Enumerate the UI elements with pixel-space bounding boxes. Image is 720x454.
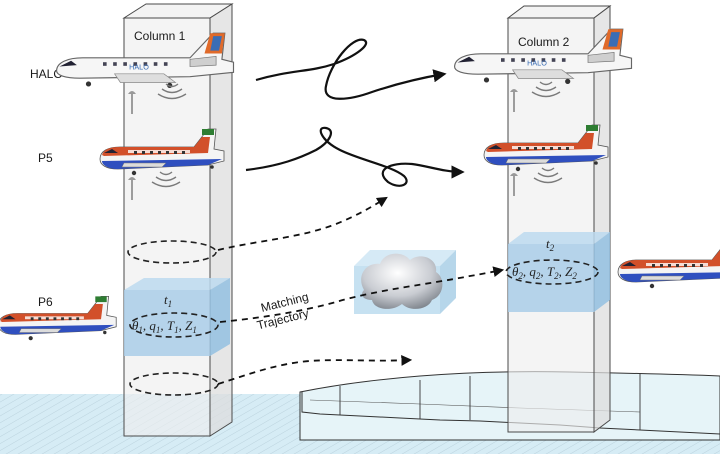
sample-volume-2	[508, 232, 610, 312]
p6-aircraft-icon	[0, 295, 117, 341]
halo-flight-track	[255, 38, 447, 100]
column-1-upper-ring	[127, 240, 217, 264]
p5-flight-track	[245, 126, 465, 187]
matching-trajectory-label: Matching Trajectory	[252, 289, 318, 333]
upper-trajectory	[217, 196, 388, 251]
column-2-label: Column 2	[518, 35, 570, 49]
aircraft-label-p5: P5	[38, 151, 53, 165]
cloud-icon	[354, 250, 456, 314]
column-1-state-ring	[129, 312, 219, 338]
sample-volume-1	[124, 278, 230, 356]
state-2-time: t2	[546, 236, 555, 253]
column-1-label: Column 1	[134, 29, 186, 43]
aircraft-label-p6: P6	[38, 295, 53, 309]
state-1-time: t1	[164, 292, 172, 309]
state-1-vars: θ1, q1, T1, Z1	[132, 318, 197, 335]
matching-trajectory	[219, 266, 505, 323]
column-2-state-ring	[505, 259, 599, 285]
p6-aircraft-icon-col2	[617, 241, 720, 289]
column-2-prism	[506, 5, 612, 433]
aircraft-label-halo: HALO	[30, 67, 63, 81]
state-2-vars: θ2, q2, T2, Z2	[512, 264, 577, 281]
